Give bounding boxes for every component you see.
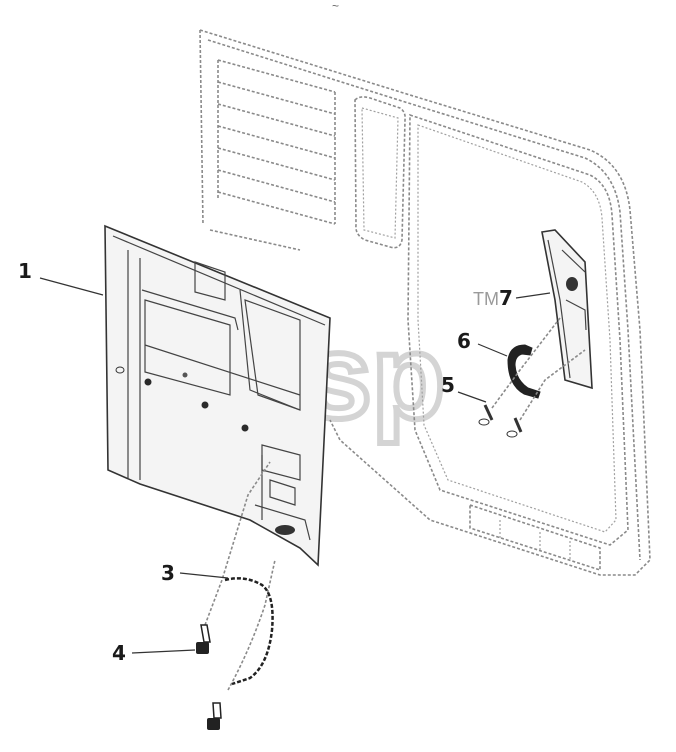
- callout-6: 6: [457, 329, 471, 353]
- cab-body-outline: [199, 29, 651, 576]
- leader-lines: [39, 277, 551, 654]
- callout-3: 3: [161, 561, 175, 585]
- trademark-label: TM: [473, 289, 499, 309]
- callout-7: 7: [499, 286, 513, 310]
- callout-4: 4: [112, 641, 126, 665]
- tether-cable: [224, 577, 274, 686]
- top-mark: ~: [332, 0, 339, 13]
- assembly-lines: [204, 317, 586, 691]
- callout-1: 1: [18, 259, 32, 283]
- screws: [478, 404, 523, 438]
- grab-handle-trim: [541, 229, 593, 390]
- grab-handle: [507, 344, 541, 399]
- callout-5: 5: [441, 373, 455, 397]
- rear-trim-panel: [104, 224, 331, 567]
- bolts: [196, 624, 222, 730]
